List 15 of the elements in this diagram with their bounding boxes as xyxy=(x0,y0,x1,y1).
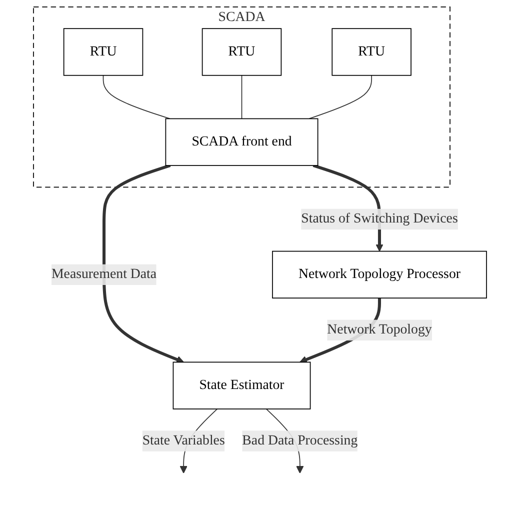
connector xyxy=(241,74,242,120)
edge-label: Status of Switching Devices xyxy=(301,211,458,226)
edge-label: State Variables xyxy=(142,433,225,448)
edge-label: Bad Data Processing xyxy=(242,433,358,448)
node-box: RTU xyxy=(63,28,144,76)
node-box: State Estimator xyxy=(172,362,311,410)
connector xyxy=(308,74,372,120)
edge-label: Measurement Data xyxy=(51,266,157,282)
arrow xyxy=(102,164,184,364)
node-box: RTU xyxy=(202,28,282,76)
connector xyxy=(102,74,170,120)
node-box: SCADA front end xyxy=(165,118,318,166)
edge-label: Network Topology xyxy=(327,322,432,338)
node-box: Network Topology Processor xyxy=(272,250,487,298)
node-box: RTU xyxy=(332,28,412,76)
